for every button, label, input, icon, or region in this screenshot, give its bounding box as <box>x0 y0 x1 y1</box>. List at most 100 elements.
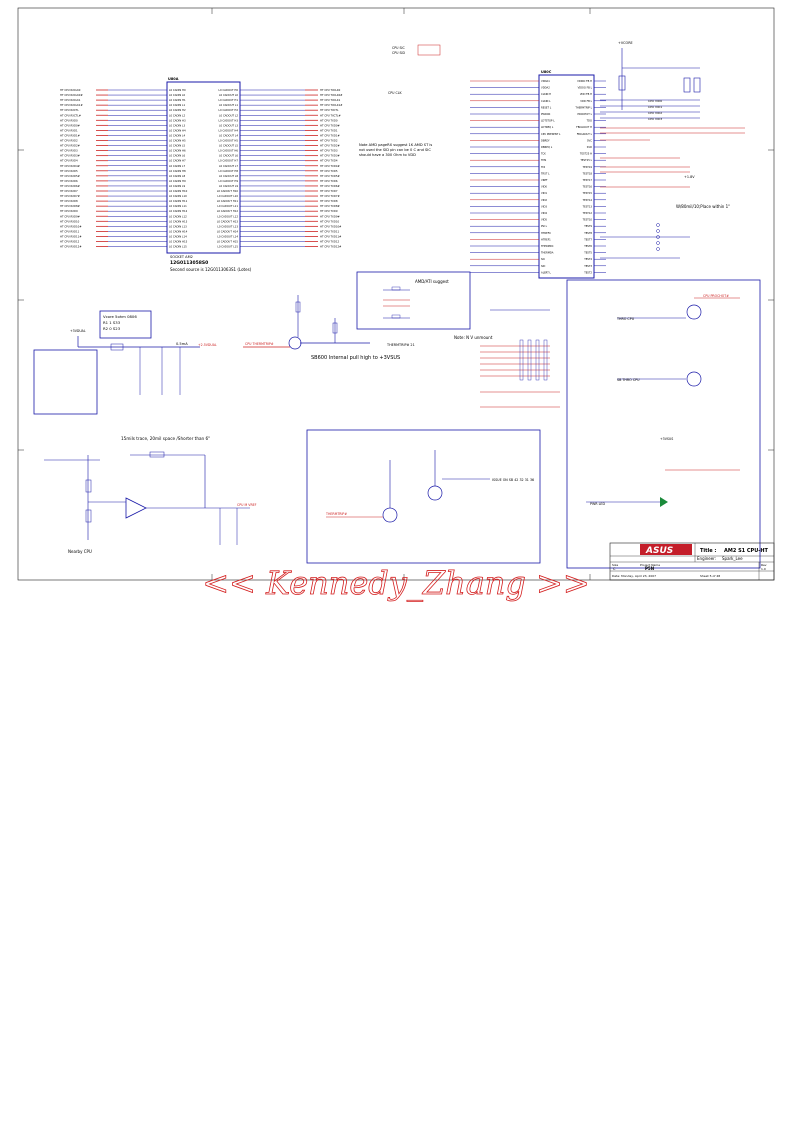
misc-right-pin: TEST16 <box>583 185 593 189</box>
left-net-label: HT CPU RXD7# <box>60 194 80 198</box>
prochot-nets <box>600 127 745 188</box>
misc-chip-net-wires <box>470 80 606 273</box>
socket-right-pin: L0 CADOUT H7 <box>219 159 239 163</box>
socket-left-pin: L0 CADIN L6 <box>169 154 185 158</box>
left-net-label: HT CPU RXD3# <box>60 154 80 158</box>
misc-left-pin: CPU PRESENT L <box>541 132 561 136</box>
left-net-label: HT CPU RXD9# <box>60 214 80 218</box>
socket-left-pin: L0 CADIN H7 <box>169 159 186 163</box>
misc-left-pin: VID5 <box>541 218 547 222</box>
socket-right-pin: L0 CADOUT H12 <box>217 209 238 213</box>
title-block: ASUS Title : AM2 S1 CPU-HT Engineer: Spa… <box>609 542 775 581</box>
misc-right-pin: TEST13 <box>583 204 593 208</box>
left-net-label: HT CPU RXD4# <box>60 164 80 168</box>
misc-left-pin: CLKIN H <box>541 92 551 96</box>
socket-left-pin: L0 CADIN H10 <box>169 189 188 193</box>
misc-left-pin: DBRDY <box>541 138 550 142</box>
svg-text:CPU VID1: CPU VID1 <box>648 105 662 109</box>
misc-left-pin: TDI <box>541 165 545 169</box>
cpu-prochot-label: CPU PROCHOT# <box>703 294 729 298</box>
right-net-label: HT CPU TXD8 <box>320 199 338 203</box>
socket-left-pin: L0 CADIN L1 <box>169 103 185 107</box>
left-net-label: HT CPU RXD12# <box>60 245 82 249</box>
socket-right-pin: L0 CADOUT L0 <box>219 93 238 97</box>
misc-left-pin: VID3 <box>541 204 547 208</box>
socket-right-pin: L0 CADOUT L11 <box>217 204 238 208</box>
cpu-thermtrip-label: CPU THERMTRIP# <box>245 342 274 346</box>
right-net-label: HT CPU TXCTL <box>320 108 339 112</box>
right-net-label: HT CPU TXD0# <box>320 123 340 127</box>
socket-right-pin: L0 CADOUT H8 <box>219 169 239 173</box>
rev-label: Rev <box>761 563 767 567</box>
misc-left-pin: HTREF0 <box>541 231 551 235</box>
right-net-label: HT CPU TXD2# <box>320 144 340 148</box>
misc-right-pin: VDDIO FB L <box>578 86 593 90</box>
right-net-label: HT CPU TXD7 <box>320 189 338 193</box>
right-net-label: HT CPU TXD9 <box>320 209 338 213</box>
right-net-label: HT CPU TXD12# <box>320 245 341 249</box>
misc-left-pin: VID4 <box>541 211 547 215</box>
cpu-clk-label: CPU CLK <box>388 91 402 95</box>
cpu-vref-label: CPU M VREF <box>237 503 257 507</box>
socket-right-pin: L0 CADOUT H15 <box>217 240 238 244</box>
socket-right-pin: L0 CADOUT L1 <box>219 103 238 107</box>
socket-left-pin: L0 CADIN H3 <box>169 118 186 122</box>
right-net-label: HT CPU TXD6 <box>320 179 338 183</box>
misc-right-pin: TEST2 <box>584 270 592 274</box>
right-net-label: HT CPU TXD3 <box>320 149 338 153</box>
therm-led-box: THRO CPU SB THRO CPU CPU PROCHOT# PWR LE… <box>566 279 761 569</box>
title-label: Title : <box>700 548 716 554</box>
right-net-label: HT CPU TXCLK0# <box>320 93 342 97</box>
misc-left-pin: VDDA2 <box>541 86 550 90</box>
misc-left-pin: SIC <box>541 257 545 261</box>
sic-sid-flag <box>417 44 441 56</box>
thermtrip-in-label: THERMTRIP# 21 <box>386 343 415 347</box>
misc-left-pin: LDTSTOP L <box>541 119 555 123</box>
socket-right-pin: L0 CADOUT H9 <box>219 179 239 183</box>
socket-left-pin: L0 CADIN H6 <box>169 149 186 153</box>
misc-left-pin: VREF <box>541 178 548 182</box>
company-name: ASUS <box>645 546 673 556</box>
misc-right-pin: TEST25 H <box>580 152 592 156</box>
misc-right-pin: TEST17 <box>583 178 593 182</box>
size-value: C <box>613 567 616 571</box>
socket-right-pin: L0 CADOUT L13 <box>217 224 238 228</box>
right-net-label: HT CPU TXD6# <box>320 184 340 188</box>
misc-right-pin: VDD FB H <box>580 92 592 96</box>
socket-left-pin: L0 CADIN L15 <box>169 245 187 249</box>
right-net-label: HT CPU TXD4 <box>320 159 338 163</box>
left-net-label: HT CPU RXCLK1# <box>60 103 83 107</box>
border-ticks <box>18 8 774 580</box>
socket-right-pin: L0 CADOUT H3 <box>219 118 239 122</box>
svg-text:CPU VID3: CPU VID3 <box>648 117 662 121</box>
misc-right-pin: TEST10 <box>583 218 593 222</box>
svg-text:CPU VID2: CPU VID2 <box>648 111 662 115</box>
vid-pullup-network <box>600 48 701 119</box>
socket-left-pin: L0 CADIN L3 <box>169 123 185 127</box>
misc-left-pin: VDDA1 <box>541 79 550 83</box>
amd-ati-label: AMD/ATI suggest <box>415 279 449 284</box>
sb-therm-cpu-label: SB THRO CPU <box>617 378 640 382</box>
misc-right-pin: TEST12 <box>583 211 593 215</box>
misc-right-pin: TEST5 <box>584 251 592 255</box>
socket-right-pin: L0 CADOUT L7 <box>219 164 238 168</box>
thermtrip-rst-label: THERMTRIP# <box>325 512 347 516</box>
right-net-label: HT CPU TXD1# <box>320 133 340 137</box>
left-net-label: HT CPU RXD3 <box>60 149 78 153</box>
socket-left-pin: L0 CADIN L0 <box>169 93 185 97</box>
socket-body <box>166 81 241 254</box>
socket-left-pin: L0 CADIN H1 <box>169 98 186 102</box>
socket-left-pin: L0 CADIN H5 <box>169 139 186 143</box>
misc-left-pin: TMS <box>541 158 547 162</box>
engineer-value: Spark_Lee <box>722 556 743 561</box>
opamp-symbol <box>125 497 147 519</box>
socket-right-pin: L0 CADOUT H2 <box>219 108 239 112</box>
asus-logo <box>640 544 692 555</box>
nearby-note: Nearby CPU <box>68 549 92 554</box>
